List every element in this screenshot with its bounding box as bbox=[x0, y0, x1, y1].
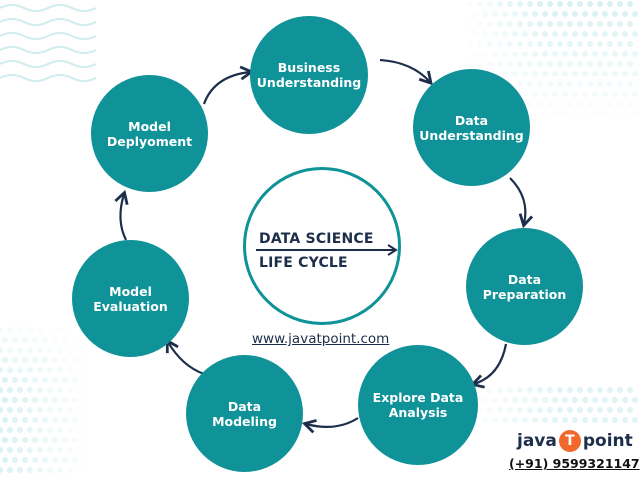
arrow-modeling-to-evaluation bbox=[165, 338, 205, 376]
dot-grid-top-right bbox=[467, 1, 638, 117]
stage-label: Data Modeling bbox=[212, 398, 277, 429]
logo-text-left: java bbox=[517, 431, 557, 451]
center-arrow-icon bbox=[256, 244, 398, 256]
javatpoint-logo: java T point bbox=[517, 428, 633, 454]
wave-lines-decoration bbox=[0, 4, 97, 82]
stage-label: Data Understanding bbox=[419, 112, 524, 143]
logo-badge: T bbox=[558, 430, 581, 452]
arrow-evaluation-to-deployment bbox=[114, 189, 129, 241]
logo-text-right: point bbox=[582, 431, 633, 451]
website-link[interactable]: www.javatpoint.com bbox=[252, 331, 390, 347]
dot-grid-bottom-right bbox=[467, 387, 638, 423]
center-title: DATA SCIENCE bbox=[259, 231, 374, 247]
stage-model-evaluation: Model Evaluation bbox=[72, 240, 189, 357]
stage-label: Business Understanding bbox=[256, 60, 362, 90]
stage-data-modeling: Data Modeling bbox=[186, 355, 303, 472]
arrow-deployment-to-business bbox=[202, 65, 255, 105]
arrow-business-to-data-understanding bbox=[379, 58, 433, 86]
stage-data-preparation: Data Preparation bbox=[466, 228, 583, 345]
stage-model-deployment: Model Deplyoment bbox=[91, 75, 208, 192]
stage-data-understanding: Data Understanding bbox=[413, 69, 530, 186]
arrow-explore-to-modeling bbox=[301, 417, 359, 434]
stage-label: Model Deplyoment bbox=[106, 118, 193, 149]
stage-label: Data Preparation bbox=[482, 271, 567, 302]
stage-business-understanding: Business Understanding bbox=[250, 16, 368, 134]
arrow-preparation-to-explore bbox=[469, 343, 508, 389]
stage-label: Explore Data Analysis bbox=[372, 390, 464, 420]
stage-label: Model Evaluation bbox=[93, 283, 168, 314]
stage-explore-data-analysis: Explore Data Analysis bbox=[358, 345, 478, 465]
dot-grid-bottom-left bbox=[0, 327, 88, 473]
phone-number[interactable]: (+91) 9599321147 bbox=[509, 456, 640, 471]
arrow-data-understanding-to-preparation bbox=[509, 177, 534, 229]
center-subtitle: LIFE CYCLE bbox=[259, 255, 348, 271]
center-circle bbox=[243, 167, 401, 325]
